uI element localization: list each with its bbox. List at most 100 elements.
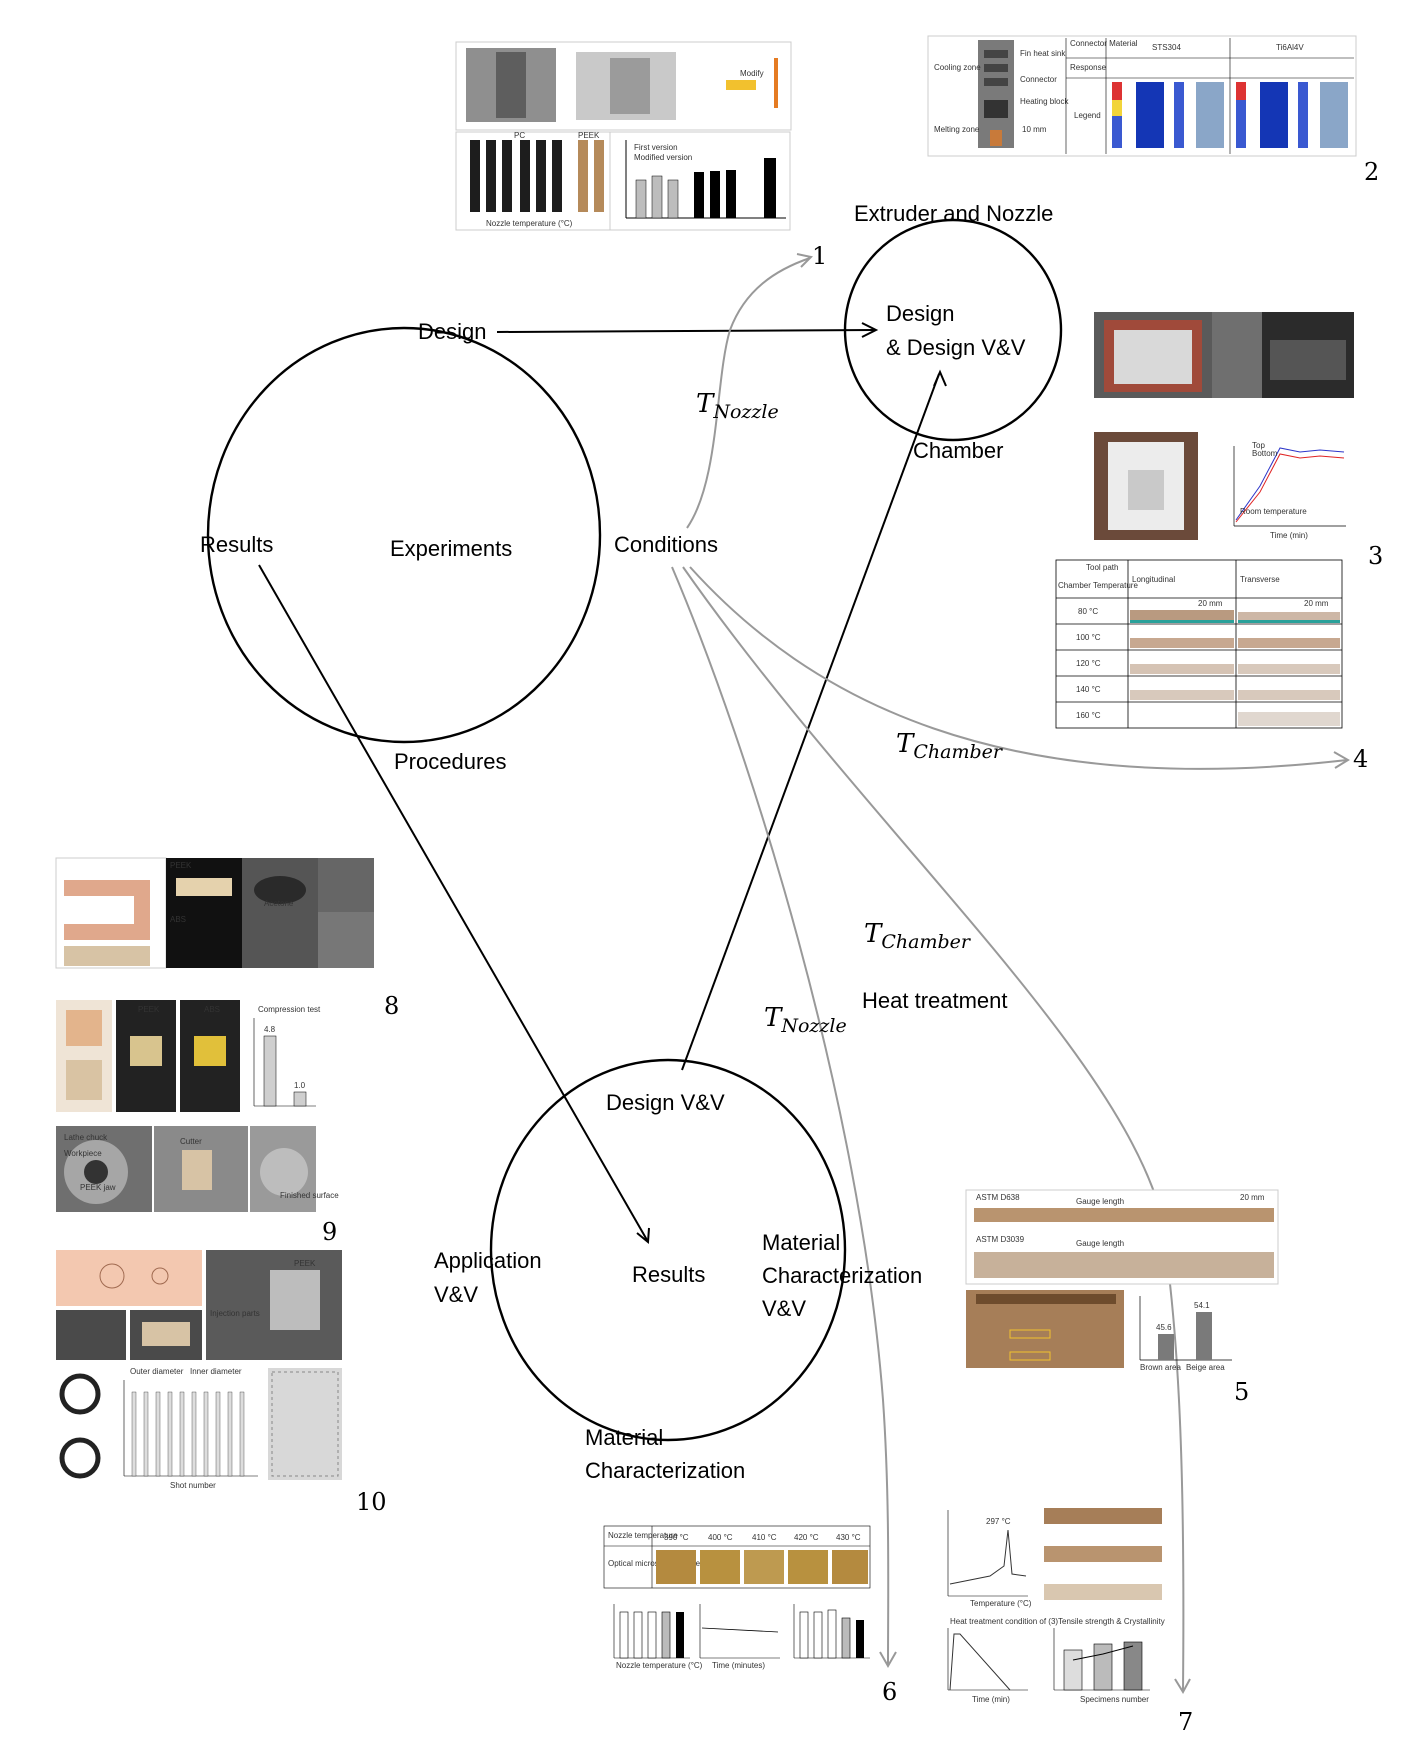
material-left-label-1: Application <box>434 1248 542 1273</box>
svg-text:Optical microscope image: Optical microscope image <box>608 1559 701 1568</box>
svg-text:PEEK: PEEK <box>170 861 192 870</box>
svg-text:4.8: 4.8 <box>264 1025 276 1034</box>
material-center-label: Results <box>632 1262 705 1287</box>
design-bottom-label: Chamber <box>913 438 1003 463</box>
experiments-top-label: Design <box>418 319 486 344</box>
svg-text:ABS: ABS <box>170 915 186 924</box>
experiments-right-label: Conditions <box>614 532 718 557</box>
figure-4-thumbnail: Tool path Chamber Temperature Longitudin… <box>1055 559 1343 729</box>
material-bottom-label-2: Characterization <box>585 1458 745 1483</box>
svg-text:Room temperature: Room temperature <box>1240 507 1307 516</box>
svg-text:Heating block: Heating block <box>1020 97 1069 106</box>
figure-number-4: 4 <box>1353 745 1368 773</box>
figure-7-thumbnail: 297 °C Temperature (°C) Heat treatment c… <box>947 1508 1165 1704</box>
figure-3-thumbnail: Top Bottom Room temperature Time (min) <box>1094 312 1354 540</box>
svg-text:Heat treatment condition of (3: Heat treatment condition of (3) <box>950 1617 1058 1626</box>
svg-text:PC: PC <box>514 131 525 140</box>
arrowhead <box>879 1651 897 1669</box>
figure-number-6: 6 <box>882 1678 897 1706</box>
arrow-conditions-to-fig6 <box>671 566 890 1665</box>
arrowhead <box>796 253 814 268</box>
figure-number-8: 8 <box>384 992 399 1020</box>
svg-text:Top: Top <box>1252 441 1265 450</box>
svg-text:Chamber Temperature: Chamber Temperature <box>1058 581 1138 590</box>
heat-treatment-label: Heat treatment <box>862 988 1008 1013</box>
svg-text:Injection parts: Injection parts <box>210 1309 260 1318</box>
figure-2-thumbnail: Cooling zone Melting zone Fin heat sink … <box>927 35 1357 157</box>
svg-text:Time (min): Time (min) <box>1270 531 1308 540</box>
figure-10-thumbnail: Injection parts PEEK Outer diameter Inne… <box>56 1250 342 1490</box>
arrow-results-to-results <box>258 564 648 1241</box>
svg-text:Nozzle temperature: Nozzle temperature <box>608 1531 678 1540</box>
svg-text:420 °C: 420 °C <box>794 1533 819 1542</box>
material-left-label-2: V&V <box>434 1282 478 1307</box>
svg-text:Nozzle temperature (°C): Nozzle temperature (°C) <box>486 219 573 228</box>
svg-text:Brown area: Brown area <box>1140 1363 1181 1372</box>
svg-text:PEEK: PEEK <box>294 1259 316 1268</box>
figure-8-thumbnail: PEEK ABS Acetone PEEK ABS 4.8 1.0 Compre… <box>55 857 374 1112</box>
gray-arrows <box>671 253 1350 1695</box>
experiments-left-label: Results <box>200 532 273 557</box>
t-nozzle-label-6: TNozzle <box>764 1003 847 1037</box>
svg-text:100 °C: 100 °C <box>1076 633 1101 642</box>
figure-number-3: 3 <box>1368 542 1383 570</box>
figure-6-thumbnail: Nozzle temperature Optical microscope im… <box>603 1525 871 1670</box>
arrow-design-vv-to-design <box>681 373 940 1071</box>
figure-5-thumbnail: ASTM D638 ASTM D3039 Gauge length Gauge … <box>965 1189 1279 1372</box>
t-chamber-label-7: TChamber <box>864 919 972 953</box>
svg-text:1.0: 1.0 <box>294 1081 306 1090</box>
svg-text:390 °C: 390 °C <box>664 1533 689 1542</box>
svg-text:Tool path: Tool path <box>1086 563 1118 572</box>
figure-number-1: 1 <box>812 242 827 270</box>
arrowhead <box>1333 751 1350 769</box>
figure-1-thumbnail: Modify PC PEEK Nozzle temperature (°C) F… <box>455 41 792 231</box>
svg-text:Melting zone: Melting zone <box>934 125 980 134</box>
t-chamber-label-4: TChamber <box>896 729 1004 763</box>
svg-text:20 mm: 20 mm <box>1198 599 1223 608</box>
svg-text:ABS: ABS <box>204 1005 220 1014</box>
arrow-design-to-design-vv <box>496 329 875 333</box>
svg-text:Fin heat sink: Fin heat sink <box>1020 49 1066 58</box>
figure-number-9: 9 <box>322 1218 337 1246</box>
design-center-label-1: Design <box>886 301 954 326</box>
svg-text:ASTM D638: ASTM D638 <box>976 1193 1020 1202</box>
svg-text:Temperature (°C): Temperature (°C) <box>970 1599 1032 1608</box>
svg-text:Time (minutes): Time (minutes) <box>712 1661 765 1670</box>
svg-text:Finished surface: Finished surface <box>280 1191 339 1200</box>
experiments-center-label: Experiments <box>390 536 512 561</box>
svg-text:Specimens number: Specimens number <box>1080 1695 1149 1704</box>
svg-text:Ti6Al4V: Ti6Al4V <box>1276 43 1304 52</box>
figure-number-2: 2 <box>1364 158 1379 186</box>
svg-text:Acetone: Acetone <box>264 899 294 908</box>
material-right-label-3: V&V <box>762 1296 806 1321</box>
svg-text:Beige area: Beige area <box>1186 1363 1225 1372</box>
svg-text:Transverse: Transverse <box>1240 575 1280 584</box>
svg-text:Modify: Modify <box>740 69 764 78</box>
svg-text:45.6: 45.6 <box>1156 1323 1172 1332</box>
svg-text:Workpiece: Workpiece <box>64 1149 102 1158</box>
svg-text:PEEK: PEEK <box>578 131 600 140</box>
svg-text:20 mm: 20 mm <box>1304 599 1329 608</box>
arrowhead <box>933 369 947 387</box>
svg-text:Gauge length: Gauge length <box>1076 1239 1124 1248</box>
svg-text:Connector: Connector <box>1020 75 1057 84</box>
figure-number-10: 10 <box>356 1488 387 1516</box>
arrow-conditions-to-fig7 <box>682 566 1185 1691</box>
figure-number-7: 7 <box>1178 1708 1193 1736</box>
svg-text:Inner diameter: Inner diameter <box>190 1367 242 1376</box>
svg-text:STS304: STS304 <box>1152 43 1181 52</box>
svg-text:Time (min): Time (min) <box>972 1695 1010 1704</box>
arrowhead <box>861 322 879 338</box>
svg-text:PEEK: PEEK <box>138 1005 160 1014</box>
svg-text:430 °C: 430 °C <box>836 1533 861 1542</box>
svg-text:Outer diameter: Outer diameter <box>130 1367 184 1376</box>
svg-text:Shot number: Shot number <box>170 1481 216 1490</box>
svg-text:400 °C: 400 °C <box>708 1533 733 1542</box>
svg-text:First version: First version <box>634 143 678 152</box>
svg-text:20 mm: 20 mm <box>1240 1193 1265 1202</box>
arrowhead <box>1174 1678 1191 1695</box>
svg-text:Gauge length: Gauge length <box>1076 1197 1124 1206</box>
arrow-conditions-to-fig1 <box>686 257 811 529</box>
arrow-conditions-to-fig4 <box>689 566 1348 770</box>
